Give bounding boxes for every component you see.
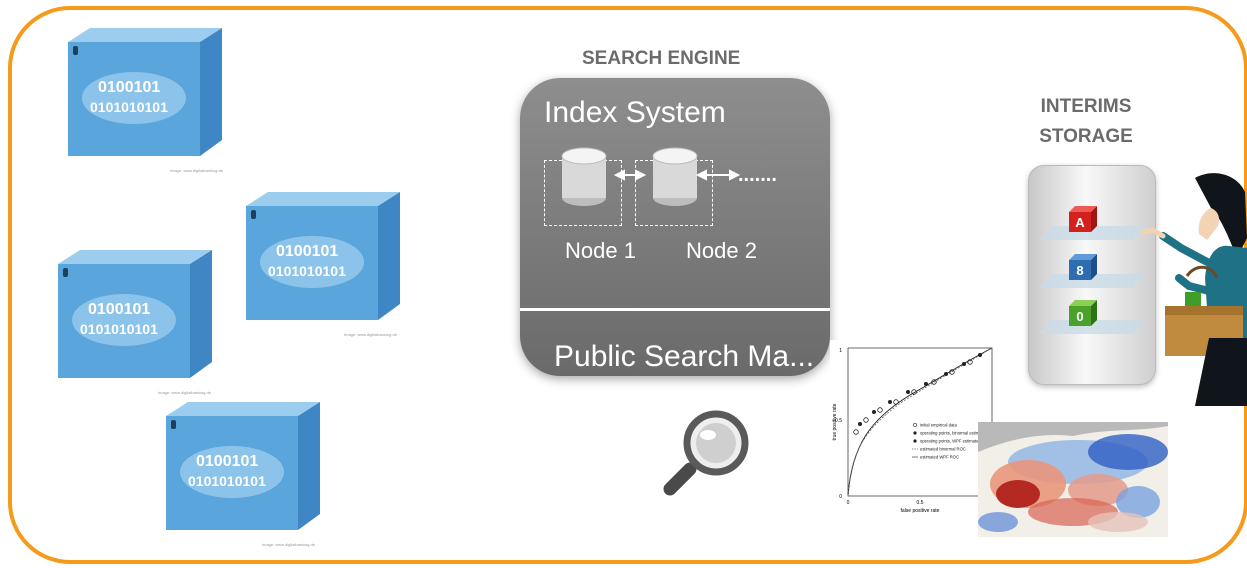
red-block-icon: A: [1069, 206, 1097, 232]
y-tick-label: 1: [839, 348, 842, 354]
data-cube-3: 0100101 0101010101: [58, 250, 212, 378]
database-icon: [561, 147, 607, 206]
keyhole-icon: [73, 46, 78, 55]
roc-curve-chart: 1 0.5 0 0 0.5 1 false positive rate true…: [830, 340, 1000, 515]
binary-text: 0101010101: [268, 263, 346, 279]
legend-entry: operating points, WPF estimate: [920, 439, 979, 444]
index-system-label: Index System: [544, 96, 726, 129]
binary-text: 0100101: [98, 79, 160, 96]
legend-entry: operating points, binormal estimate: [920, 431, 986, 436]
data-cube-2: 0100101 0101010101: [246, 192, 400, 320]
more-nodes-ellipsis: .......: [738, 164, 777, 186]
binary-text: 0101010101: [188, 473, 266, 489]
interims-storage-title: INTERIMS STORAGE: [1030, 92, 1142, 152]
legend-entry: initial empirical data: [920, 423, 957, 428]
double-arrow-icon: [613, 169, 647, 181]
search-engine-box: Index System ....... Node 1 Node 2 Publi: [520, 78, 830, 376]
database-icon: [652, 147, 698, 206]
legend-entry: estimated WPF ROC: [920, 455, 959, 460]
binary-text: 0100101: [276, 243, 338, 260]
data-cube-4: 0100101 0101010101: [166, 402, 320, 530]
interims-title-line2: STORAGE: [1039, 126, 1133, 147]
x-axis-label: false positive rate: [901, 508, 940, 514]
keyhole-icon: [251, 210, 256, 219]
magnifier-icon: [663, 410, 749, 496]
green-block-icon: 0: [1069, 300, 1097, 326]
public-search-label: Public Search Ma...: [554, 340, 815, 373]
shopper-woman-illustration: [1140, 173, 1247, 406]
engine-divider: [520, 308, 830, 311]
image-credit: Image: www.digitalbanking.de: [170, 168, 223, 173]
climate-heatmap-map: [978, 422, 1168, 537]
storage-panel: A 8 0: [1028, 165, 1156, 385]
node-1-label: Node 1: [565, 238, 636, 263]
y-axis-label: true positive rate: [832, 403, 838, 440]
operating-points: [858, 353, 982, 426]
storage-shelves: A 8 0: [1039, 206, 1145, 334]
binary-text: 0100101: [196, 453, 258, 470]
image-credit: Image: www.digitalbanking.de: [158, 390, 211, 395]
binary-text: 0101010101: [90, 99, 168, 115]
search-engine-title: SEARCH ENGINE: [582, 48, 741, 69]
image-credit: Image: www.digitalbanking.de: [344, 332, 397, 337]
block-letter: 8: [1076, 263, 1083, 278]
y-tick-label: 0: [839, 494, 842, 500]
block-letter: A: [1075, 215, 1085, 230]
interims-title-line1: INTERIMS: [1040, 96, 1132, 117]
binary-text: 0101010101: [80, 321, 158, 337]
node-links: .......: [561, 147, 777, 206]
double-arrow-icon: [695, 169, 741, 181]
blue-block-icon: 8: [1069, 254, 1097, 280]
binary-text: 0100101: [88, 301, 150, 318]
block-letter: 0: [1076, 309, 1083, 324]
x-tick-label: 0: [847, 500, 850, 506]
data-cube-1: 0100101 0101010101: [68, 28, 222, 156]
legend-entry: estimated binormal ROC: [920, 447, 966, 452]
empirical-points: [853, 359, 973, 435]
keyhole-icon: [171, 420, 176, 429]
image-credit: Image: www.digitalbanking.de: [262, 542, 315, 547]
keyhole-icon: [63, 268, 68, 277]
node-2-label: Node 2: [686, 238, 757, 263]
x-tick-label: 0.5: [917, 500, 924, 506]
y-tick-label: 0.5: [835, 418, 842, 424]
